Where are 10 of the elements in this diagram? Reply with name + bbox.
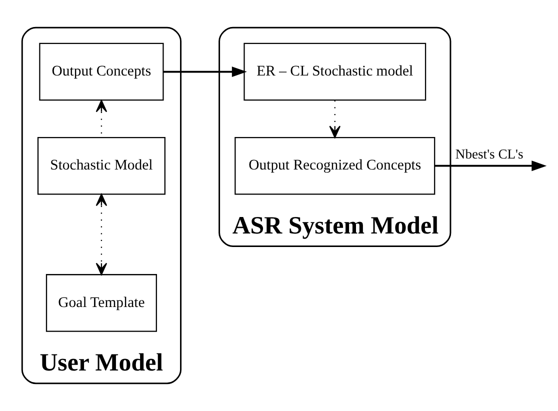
- arrow: [163, 66, 247, 78]
- node-box: ER – CL Stochastic model: [244, 42, 426, 101]
- node-box: Stochastic Model: [37, 136, 166, 195]
- arrow: [329, 100, 341, 138]
- edge-label: Nbest's CL's: [455, 146, 524, 162]
- node-box: Output Concepts: [39, 42, 164, 101]
- arrow: [434, 160, 547, 172]
- node-box: Goal Template: [46, 274, 157, 332]
- node-box: Output Recognized Concepts: [234, 136, 436, 195]
- arrow: [96, 194, 108, 276]
